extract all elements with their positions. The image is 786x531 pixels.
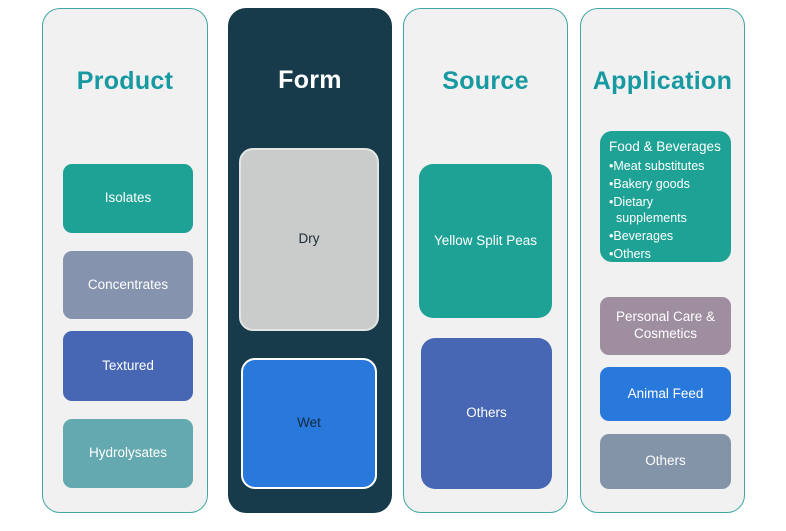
segment-label: Others bbox=[645, 453, 686, 469]
bullet-item: Bakery goods bbox=[609, 176, 725, 192]
segment-label: Isolates bbox=[104, 190, 152, 206]
column-title-form: Form bbox=[278, 66, 342, 94]
segment-label: Animal Feed bbox=[627, 385, 704, 401]
segment-label: Dry bbox=[298, 231, 320, 247]
column-title-product: Product bbox=[76, 67, 174, 95]
segment-label: Textured bbox=[102, 357, 154, 373]
segment-box-hydrolysates: Hydrolysates bbox=[63, 419, 193, 488]
segment-label: Others bbox=[466, 405, 507, 421]
segment-box-source-others: Others bbox=[421, 338, 552, 489]
column-source: Source Yellow Split Peas Others bbox=[403, 8, 568, 513]
column-title-source: Source bbox=[442, 67, 529, 95]
food-beverages-bullet-list: Meat substitutes Bakery goods Dietary su… bbox=[609, 158, 725, 262]
segment-box-textured: Textured bbox=[63, 331, 193, 401]
bullet-item: Beverages bbox=[609, 228, 725, 244]
segment-label: Personal Care & Cosmetics bbox=[615, 309, 716, 341]
segment-box-wet: Wet bbox=[241, 358, 377, 489]
segment-label: Wet bbox=[297, 415, 321, 431]
segment-box-isolates: Isolates bbox=[63, 164, 193, 233]
segment-box-application-others: Others bbox=[600, 434, 731, 489]
segment-box-personal-care-cosmetics: Personal Care & Cosmetics bbox=[600, 297, 731, 355]
column-form: Form Dry Wet bbox=[228, 8, 392, 513]
bullet-item: Meat substitutes bbox=[609, 158, 725, 174]
segment-label: Yellow Split Peas bbox=[433, 232, 538, 248]
segment-box-animal-feed: Animal Feed bbox=[600, 367, 731, 421]
column-product: Product Isolates Concentrates Textured H… bbox=[42, 8, 208, 513]
segment-label: Food & Beverages bbox=[609, 139, 721, 154]
segment-label: Hydrolysates bbox=[88, 445, 168, 461]
column-title-application: Application bbox=[592, 67, 733, 95]
segment-box-food-beverages: Food & Beverages Meat substitutes Bakery… bbox=[600, 131, 731, 262]
segment-label: Concentrates bbox=[87, 276, 169, 292]
segment-box-dry: Dry bbox=[239, 148, 379, 331]
bullet-item: Dietary supplements bbox=[609, 194, 725, 226]
segment-box-yellow-split-peas: Yellow Split Peas bbox=[419, 164, 552, 318]
bullet-item: Others bbox=[609, 246, 725, 262]
segment-box-concentrates: Concentrates bbox=[63, 251, 193, 319]
column-application: Application Food & Beverages Meat substi… bbox=[580, 8, 745, 513]
